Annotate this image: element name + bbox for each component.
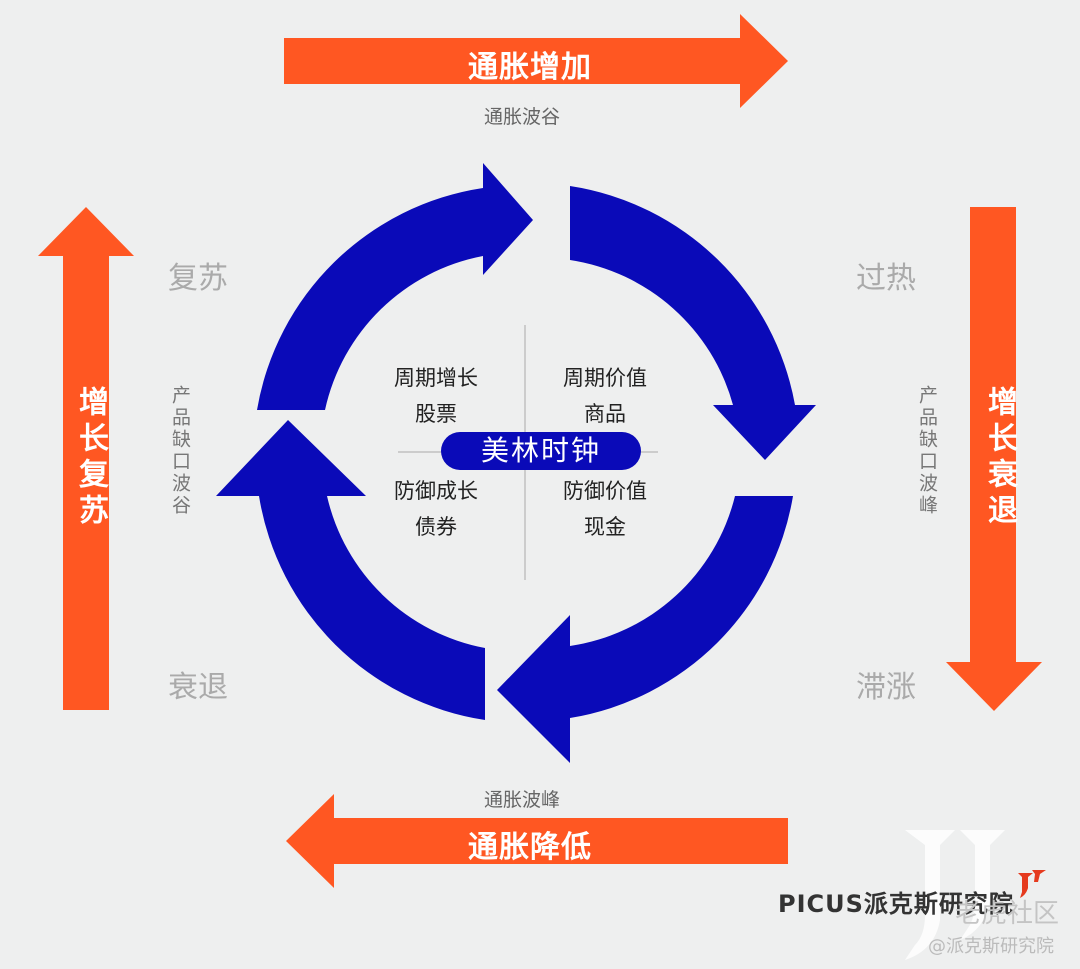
quadrant-bonds: 防御成长 债券 bbox=[376, 473, 496, 545]
output-gap-peak-label: 产品缺口波峰 bbox=[916, 385, 938, 517]
cycle-arrow-bottom-right bbox=[497, 496, 793, 763]
growth-recovery-label: 增长复苏 bbox=[73, 386, 108, 530]
inflation-trough-label: 通胀波谷 bbox=[484, 106, 561, 128]
quadrant-style: 周期价值 bbox=[563, 366, 647, 390]
inflation-down-arrow bbox=[286, 794, 788, 888]
quadrant-commodities: 周期价值 商品 bbox=[545, 360, 665, 432]
cycle-arrow-top-right bbox=[570, 186, 816, 460]
inflation-up-label: 通胀增加 bbox=[468, 50, 592, 85]
growth-recovery-arrow bbox=[38, 207, 134, 710]
quadrant-asset: 股票 bbox=[415, 402, 457, 426]
quadrant-style: 周期增长 bbox=[394, 366, 478, 390]
quadrant-asset: 现金 bbox=[584, 515, 626, 539]
brand-name: PICUS派克斯研究院 bbox=[778, 890, 1014, 918]
cycle-arrow-top-left bbox=[257, 163, 533, 410]
quadrant-style: 防御价值 bbox=[563, 479, 647, 503]
cycle-arrow-bottom-left bbox=[216, 420, 485, 720]
quadrant-asset: 商品 bbox=[584, 402, 626, 426]
phase-stagflation: 滞涨 bbox=[856, 670, 916, 705]
inflation-peak-label: 通胀波峰 bbox=[484, 789, 561, 811]
author-handle: @派克斯研究院 bbox=[928, 936, 1054, 957]
quadrant-stocks: 周期增长 股票 bbox=[376, 360, 496, 432]
phase-recession: 衰退 bbox=[168, 670, 228, 705]
inflation-down-label: 通胀降低 bbox=[468, 830, 592, 865]
quadrant-style: 防御成长 bbox=[394, 479, 478, 503]
brand-logo-icon bbox=[1018, 870, 1046, 898]
phase-overheat: 过热 bbox=[856, 261, 916, 296]
watermark-text: 老虎社区 bbox=[955, 899, 1060, 929]
phase-recovery: 复苏 bbox=[168, 261, 228, 296]
output-gap-trough-label: 产品缺口波谷 bbox=[169, 385, 191, 517]
growth-recession-label: 增长衰退 bbox=[982, 386, 1017, 530]
inflation-up-arrow bbox=[284, 14, 788, 108]
growth-recession-arrow bbox=[946, 207, 1042, 711]
quadrant-cash: 防御价值 现金 bbox=[545, 473, 665, 545]
quadrant-asset: 债券 bbox=[415, 515, 457, 539]
watermark-logo bbox=[905, 830, 1005, 960]
diagram-title: 美林时钟 bbox=[441, 432, 641, 470]
